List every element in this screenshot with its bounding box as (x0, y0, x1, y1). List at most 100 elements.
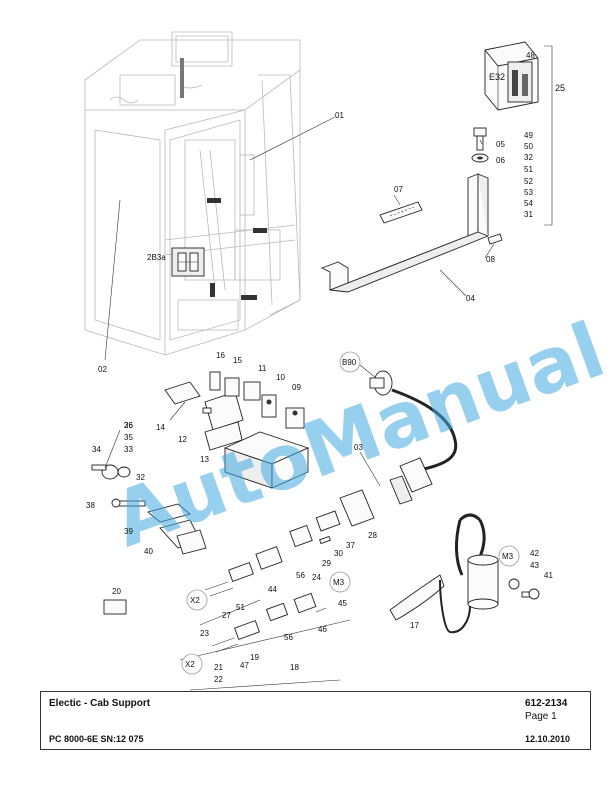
cab-frame-ghost (84, 31, 301, 356)
label-34: 34 (92, 445, 101, 454)
label-11: 11 (258, 364, 267, 373)
label-02: 02 (98, 365, 107, 374)
label-46: 46 (318, 625, 327, 634)
label-2b3a: 2B3a (147, 253, 166, 262)
label-32-left: 32 (136, 473, 145, 482)
label-08: 08 (486, 255, 495, 264)
label-24: 24 (312, 573, 321, 582)
plate-39 (147, 503, 191, 523)
label-m3-connector: M3 (333, 578, 345, 587)
connector-03 (399, 457, 433, 493)
label-13: 13 (200, 455, 209, 464)
label-56-lower: 56 (284, 633, 293, 642)
label-x2-lower: X2 (185, 660, 195, 669)
part-number: 612-2134 (525, 698, 568, 709)
clamp-40b (176, 529, 207, 555)
clamp-parts (91, 464, 207, 555)
label-27: 27 (222, 611, 231, 620)
label-41: 41 (544, 571, 553, 580)
label-51-left: 51 (236, 603, 245, 612)
module-09 (285, 407, 305, 429)
label-03: 03 (354, 443, 363, 452)
label-53: 53 (524, 188, 533, 197)
label-29: 29 (322, 559, 331, 568)
label-43: 43 (530, 561, 539, 570)
strip-07 (379, 201, 423, 224)
label-b90: B90 (342, 358, 357, 367)
sleeve-19 (234, 620, 260, 640)
clip-08 (487, 233, 503, 245)
label-52: 52 (524, 177, 533, 186)
connector-assembly (204, 489, 375, 597)
plug-45 (293, 592, 317, 614)
label-45: 45 (338, 599, 347, 608)
label-51-right: 51 (524, 165, 533, 174)
page-number: Page 1 (525, 711, 557, 722)
sleeve-51a (228, 562, 254, 582)
label-28: 28 (368, 531, 377, 540)
label-50: 50 (524, 142, 533, 151)
label-05: 05 (496, 140, 505, 149)
label-30: 30 (334, 549, 343, 558)
title-block: Electic - Cab Support 612-2134 Page 1 PC… (40, 691, 591, 750)
label-06: 06 (496, 156, 505, 165)
label-22: 22 (214, 675, 223, 684)
connector-assembly-lower (211, 592, 327, 653)
designation-labels: E32 B90 2B3a M3 M3 X2 X2 (147, 72, 520, 675)
label-09: 09 (292, 383, 301, 392)
label-37: 37 (346, 541, 355, 550)
label-49: 49 (524, 131, 533, 140)
mounting-bracket-04 (320, 173, 489, 293)
label-21: 21 (214, 663, 223, 672)
label-25: 25 (555, 83, 565, 93)
label-16: 16 (216, 351, 225, 360)
seal-24 (289, 524, 313, 548)
boot-44 (255, 546, 283, 570)
label-39: 39 (124, 527, 133, 536)
housing-56b (265, 602, 289, 622)
label-x2-upper: X2 (190, 596, 200, 605)
group-25-bracket (544, 45, 553, 226)
label-26: 26 (124, 421, 133, 430)
label-33: 33 (124, 445, 133, 454)
label-40: 40 (144, 547, 153, 556)
label-18: 18 (290, 663, 299, 672)
label-20: 20 (112, 587, 121, 596)
label-19: 19 (250, 653, 259, 662)
label-10: 10 (276, 373, 285, 382)
label-04: 04 (466, 294, 475, 303)
label-20 (103, 599, 127, 615)
label-12: 12 (178, 435, 187, 444)
frame-hatched-brackets (180, 58, 267, 300)
label-01: 01 (335, 111, 344, 120)
label-56-upper: 56 (296, 571, 305, 580)
label-48: 48 (526, 51, 535, 60)
small-parts-group (164, 371, 305, 451)
date: 12.10.2010 (525, 734, 571, 744)
label-31: 31 (524, 210, 533, 219)
callout-labels: 01 02 03 04 05 06 07 08 09 10 11 12 13 1… (86, 51, 565, 684)
label-32-right: 32 (524, 153, 533, 162)
module-10 (261, 394, 277, 418)
nut-32 (117, 466, 131, 478)
label-38: 38 (86, 501, 95, 510)
diagram-title: Electic - Cab Support (49, 698, 151, 709)
leader-lines (104, 116, 495, 691)
model-serial: PC 8000-6E SN:12 075 (49, 734, 144, 744)
label-36: 36 (124, 421, 133, 430)
horn-m3 (389, 513, 540, 634)
box-13 (223, 431, 310, 489)
label-42: 42 (530, 549, 539, 558)
label-17: 17 (410, 621, 419, 630)
connector-housing-28 (339, 489, 375, 527)
label-m3-horn: M3 (502, 552, 514, 561)
block-15 (224, 377, 240, 397)
label-07: 07 (394, 185, 403, 194)
label-e32: E32 (489, 72, 505, 82)
label-35: 35 (124, 433, 133, 442)
label-23: 23 (200, 629, 209, 638)
label-54: 54 (524, 199, 533, 208)
bolt-05 (473, 127, 487, 151)
label-15: 15 (233, 356, 242, 365)
